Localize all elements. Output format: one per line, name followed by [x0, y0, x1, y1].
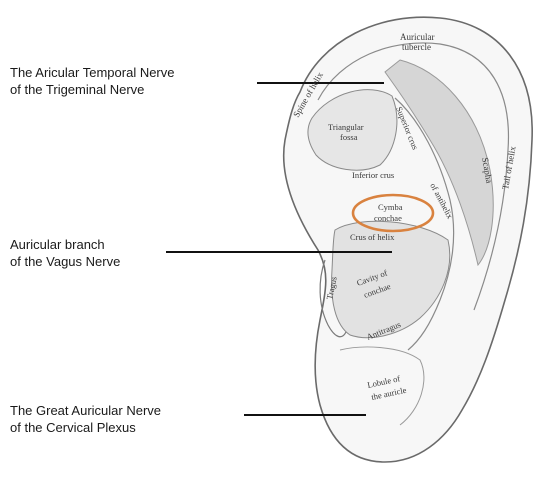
nerve-label-line2: of the Trigeminal Nerve: [10, 81, 175, 98]
label-inferior-crus: Inferior crus: [352, 170, 394, 180]
nerve-label-line2: of the Cervical Plexus: [10, 419, 161, 436]
nerve-label-auriculotemporal: The Aricular Temporal Nerve of the Trige…: [10, 64, 175, 98]
nerve-label-line2: of the Vagus Nerve: [10, 253, 120, 270]
label-cymba-conchae-1: Cymba: [378, 202, 403, 212]
label-triangular-fossa-2: fossa: [340, 132, 358, 142]
label-auricular-tubercle-1: Auricular: [400, 32, 434, 42]
nerve-label-line1: Auricular branch: [10, 236, 120, 253]
label-crus-of-helix: Crus of helix: [350, 232, 395, 242]
label-cymba-conchae-2: conchae: [374, 213, 402, 223]
label-triangular-fossa-1: Triangular: [328, 122, 364, 132]
nerve-label-line1: The Aricular Temporal Nerve: [10, 64, 175, 81]
nerve-label-great-auricular: The Great Auricular Nerve of the Cervica…: [10, 402, 161, 436]
nerve-label-vagus: Auricular branch of the Vagus Nerve: [10, 236, 120, 270]
nerve-label-line1: The Great Auricular Nerve: [10, 402, 161, 419]
label-auricular-tubercle-2: tubercle: [402, 42, 431, 52]
